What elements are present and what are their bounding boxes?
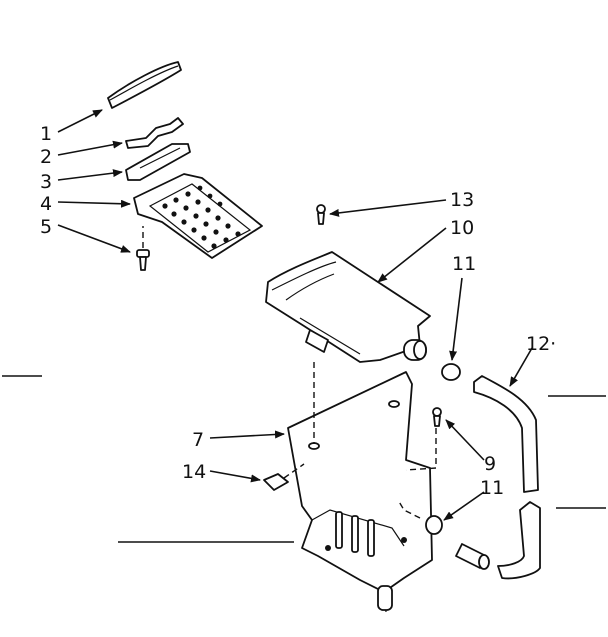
leader-9 bbox=[445, 419, 485, 461]
part-11-o-ring-upper bbox=[441, 363, 461, 381]
callout-7: 7 bbox=[192, 429, 204, 451]
leader-10 bbox=[377, 227, 447, 283]
assembly-line-screw-9 bbox=[405, 428, 437, 471]
part-7-mounting-plate bbox=[287, 371, 433, 613]
leader-7 bbox=[209, 430, 285, 439]
leader-13 bbox=[329, 199, 447, 217]
part-12-hose bbox=[473, 375, 541, 580]
leader-5 bbox=[57, 224, 131, 253]
leader-14 bbox=[209, 470, 261, 483]
callout-9: 9 bbox=[484, 453, 496, 475]
callout-13: 13 bbox=[450, 189, 474, 211]
leader-4 bbox=[57, 199, 131, 208]
part-3-bracket bbox=[125, 143, 191, 181]
part-14-clip bbox=[263, 473, 289, 491]
part-5-screw bbox=[136, 226, 150, 271]
leader-2 bbox=[57, 140, 123, 156]
leader-3 bbox=[57, 169, 123, 181]
callout-14: 14 bbox=[182, 461, 206, 483]
leader-1 bbox=[57, 109, 103, 133]
callout-11-upper: 11 bbox=[452, 253, 476, 275]
part-4-tray bbox=[133, 173, 263, 259]
callout-3: 3 bbox=[40, 171, 52, 193]
part-10-dispenser-housing bbox=[265, 251, 431, 363]
part-9-screw bbox=[432, 407, 442, 427]
coupling-tube bbox=[455, 543, 490, 570]
part-11-o-ring-lower bbox=[425, 515, 443, 535]
callout-2: 2 bbox=[40, 146, 52, 168]
callout-10: 10 bbox=[450, 217, 474, 239]
callout-5: 5 bbox=[40, 216, 52, 238]
callout-1: 1 bbox=[40, 123, 52, 145]
leader-11-lower bbox=[443, 491, 485, 521]
part-1-cover bbox=[107, 61, 182, 109]
assembly-line-plate-to-clip bbox=[283, 463, 305, 479]
leader-12 bbox=[509, 347, 533, 387]
callout-12: 12· bbox=[526, 333, 556, 355]
callout-4: 4 bbox=[40, 193, 52, 215]
part-13-screw bbox=[316, 204, 326, 225]
assembly-line-o-ring bbox=[397, 499, 421, 519]
part-2-spring-clip bbox=[125, 117, 184, 149]
callout-11-lower: 11 bbox=[480, 477, 504, 499]
leader-11-upper bbox=[449, 277, 463, 361]
